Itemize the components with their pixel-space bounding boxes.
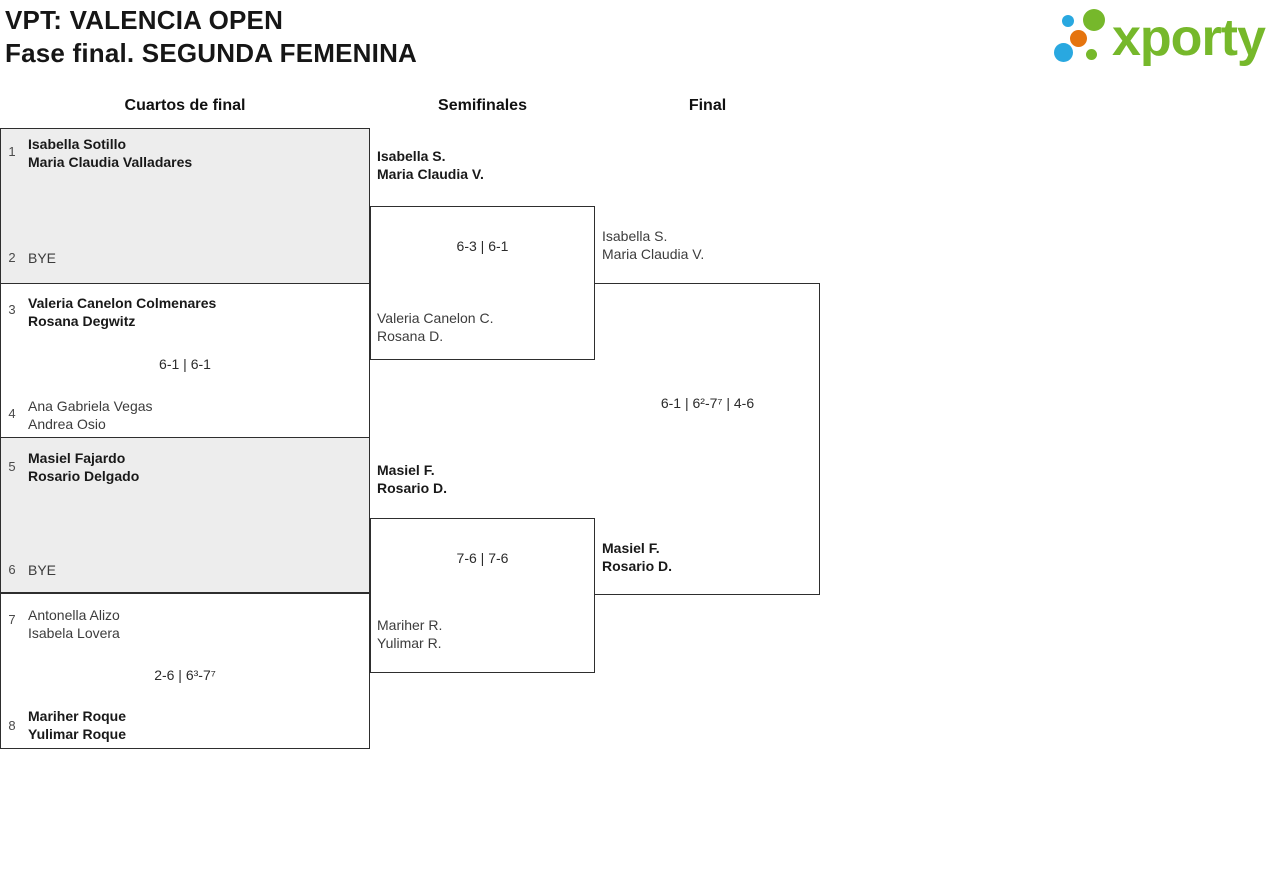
page-subtitle: Fase final. SEGUNDA FEMENINA <box>5 38 418 68</box>
logo-dot-orange-icon <box>1070 30 1087 47</box>
logo-wordmark: xporty <box>1112 9 1266 67</box>
match-box-qf1[interactable] <box>0 128 370 284</box>
seed-number: 8 <box>8 718 16 733</box>
logo-dot-blue-small-icon <box>1062 15 1074 27</box>
player-name: Rosana D. <box>377 328 444 344</box>
player-name: Rosana Degwitz <box>28 313 136 329</box>
match-box-sf1[interactable] <box>370 206 595 360</box>
team-name: Masiel Fajardo Rosario Delgado <box>28 449 139 485</box>
team-name: Valeria Canelon Colmenares Rosana Degwit… <box>28 294 216 330</box>
player-name: Masiel F. <box>377 462 435 478</box>
page-title: VPT: VALENCIA OPEN <box>5 5 284 35</box>
team-name: Isabella S. Maria Claudia V. <box>602 227 704 263</box>
match-score: 2-6 | 6³-7⁷ <box>154 667 216 683</box>
seed-number: 6 <box>8 562 16 577</box>
player-name: Isabella S. <box>377 148 446 164</box>
team-name: Masiel F. Rosario D. <box>602 539 672 575</box>
logo-dot-green-small-icon <box>1086 49 1097 60</box>
player-name: Yulimar Roque <box>28 726 127 742</box>
match-score: 6-1 | 6²-7⁷ | 4-6 <box>660 395 755 411</box>
player-name: Rosario D. <box>377 480 448 496</box>
team-name: Isabella S. Maria Claudia V. <box>377 147 484 183</box>
seed-number: 1 <box>8 144 16 159</box>
team-name: Isabella Sotillo Maria Claudia Valladare… <box>28 135 192 171</box>
player-name: Masiel Fajardo <box>28 450 126 466</box>
player-name: Yulimar R. <box>377 635 442 651</box>
logo-dot-green-large-icon <box>1083 9 1105 31</box>
player-name: Maria Claudia V. <box>377 166 484 182</box>
player-name: Valeria Canelon C. <box>377 310 494 326</box>
team-name-bye: BYE <box>28 249 56 267</box>
player-name: Rosario D. <box>602 558 673 574</box>
round-header-final: Final <box>688 97 727 114</box>
player-name: Isabela Lovera <box>28 625 120 641</box>
match-box-final[interactable] <box>595 283 820 595</box>
player-name: Andrea Osio <box>28 416 106 432</box>
seed-number: 3 <box>8 302 16 317</box>
round-header-quarterfinals: Cuartos de final <box>124 97 246 114</box>
player-name: Ana Gabriela Vegas <box>28 398 153 414</box>
team-name: Valeria Canelon C. Rosana D. <box>377 309 493 345</box>
seed-number: 5 <box>8 459 16 474</box>
player-name: Mariher R. <box>377 617 443 633</box>
match-box-sf2[interactable] <box>370 518 595 673</box>
xporty-logo[interactable]: xporty <box>1050 5 1278 75</box>
bye-label: BYE <box>28 562 57 578</box>
bye-label: BYE <box>28 250 57 266</box>
match-score: 7-6 | 7-6 <box>456 550 509 566</box>
seed-number: 2 <box>8 250 16 265</box>
player-name: Isabella S. <box>602 228 668 244</box>
team-name-bye: BYE <box>28 561 56 579</box>
player-name: Antonella Alizo <box>28 607 120 623</box>
player-name: Maria Claudia V. <box>602 246 705 262</box>
team-name: Mariher R. Yulimar R. <box>377 616 442 652</box>
round-header-semifinals: Semifinales <box>438 97 527 114</box>
player-name: Isabella Sotillo <box>28 136 127 152</box>
logo-dot-blue-large-icon <box>1054 43 1073 62</box>
team-name: Antonella Alizo Isabela Lovera <box>28 606 120 642</box>
player-name: Masiel F. <box>602 540 660 556</box>
match-score: 6-1 | 6-1 <box>159 356 211 372</box>
seed-number: 4 <box>8 406 16 421</box>
match-box-qf4[interactable] <box>0 593 370 749</box>
seed-number: 7 <box>8 612 16 627</box>
player-name: Rosario Delgado <box>28 468 140 484</box>
player-name: Valeria Canelon Colmenares <box>28 295 217 311</box>
team-name: Mariher Roque Yulimar Roque <box>28 707 126 743</box>
player-name: Mariher Roque <box>28 708 127 724</box>
team-name: Ana Gabriela Vegas Andrea Osio <box>28 397 153 433</box>
player-name: Maria Claudia Valladares <box>28 154 193 170</box>
match-box-qf3[interactable] <box>0 437 370 593</box>
match-score: 6-3 | 6-1 <box>456 238 509 254</box>
team-name: Masiel F. Rosario D. <box>377 461 447 497</box>
